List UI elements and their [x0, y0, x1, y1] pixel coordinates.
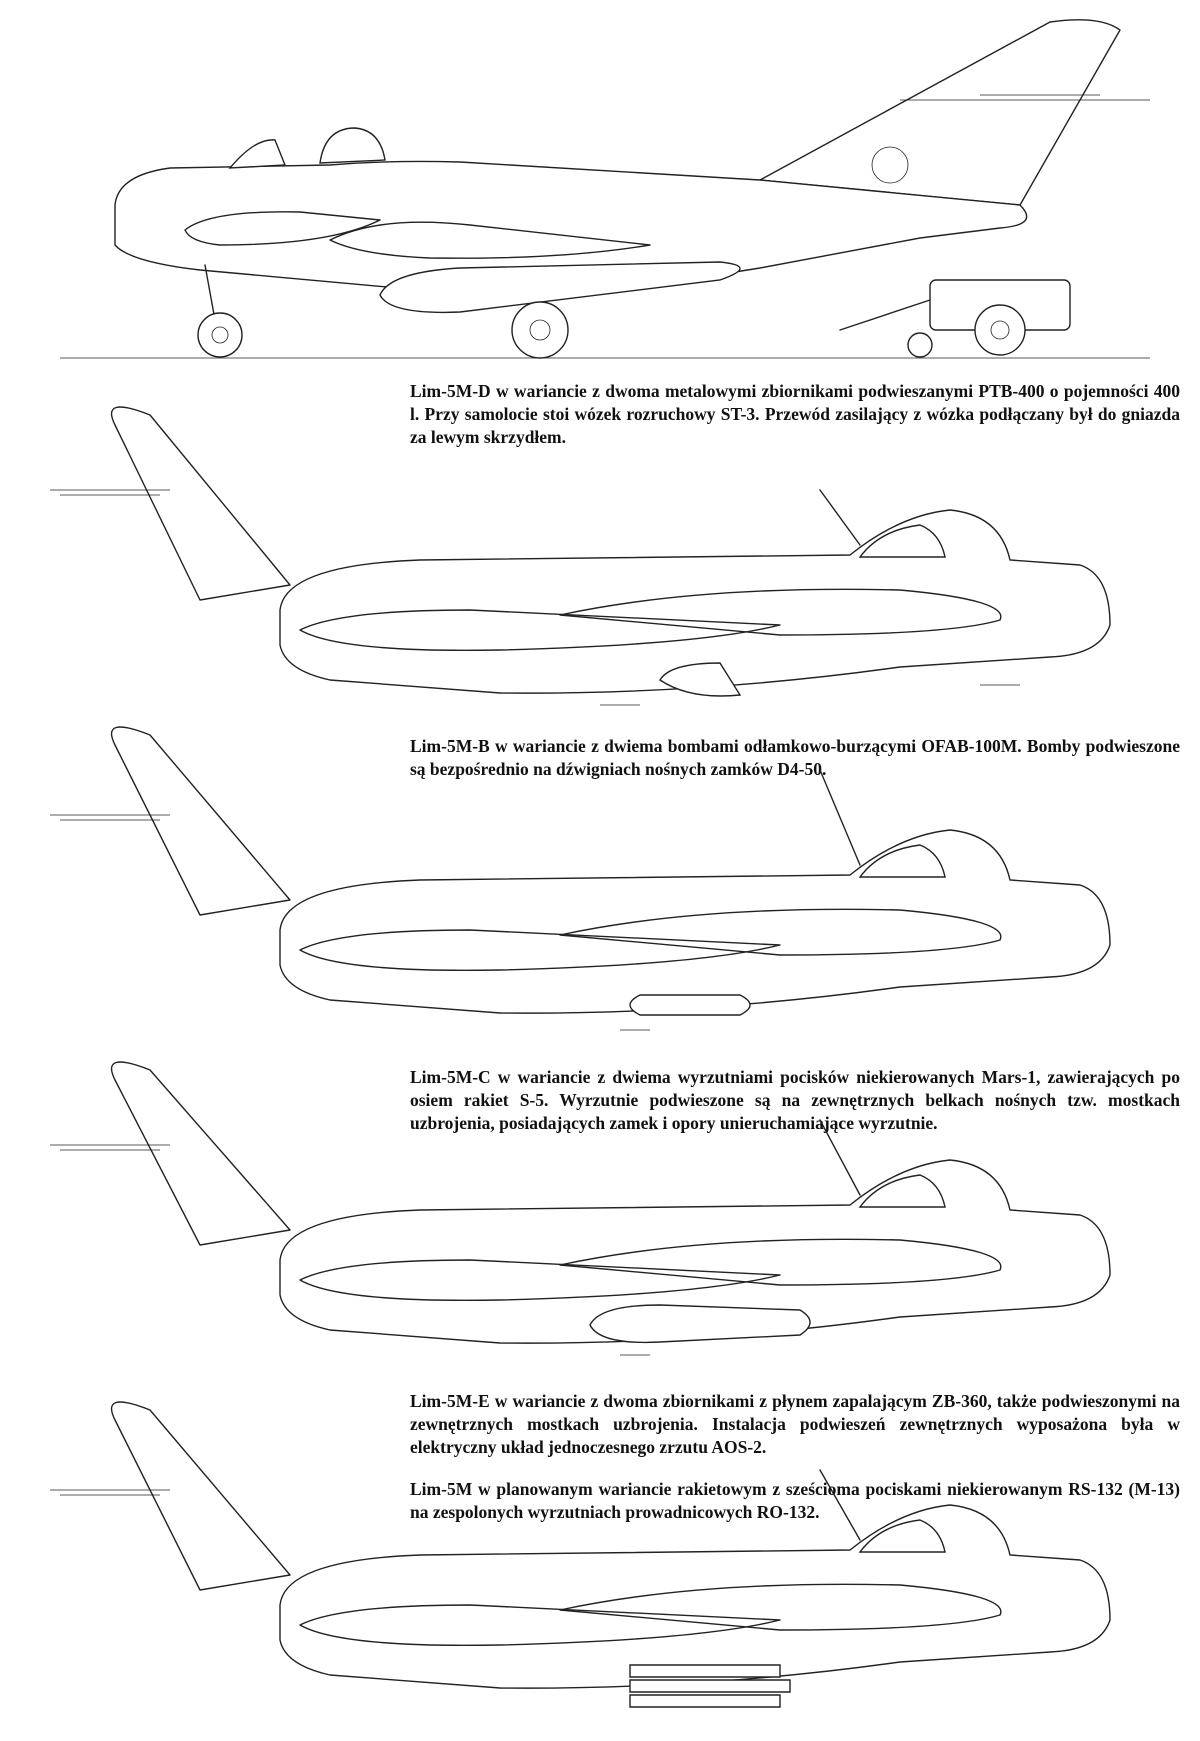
aircraft-drawing-lim-5m-rs-132 — [50, 1401, 1111, 1708]
aircraft-drawing-lim-5m-d — [60, 19, 1150, 359]
caption-lim-5m-rs-132: Lim-5M w planowanym wariancie rakietowym… — [410, 1479, 1180, 1522]
aircraft-drawing-lim-5m-c — [50, 726, 1111, 1031]
caption-lim-5m-d: Lim-5M-D w wariancie z dwoma metalowymi … — [410, 381, 1180, 447]
caption-lim-5m-c: Lim-5M-C w wariancie z dwiema wyrzutniam… — [410, 1067, 1180, 1133]
caption-lim-5m-e: Lim-5M-E w wariancie z dwoma zbiornikami… — [410, 1391, 1180, 1457]
aircraft-drawing-lim-5m-e — [50, 1061, 1111, 1356]
aircraft-drawing-lim-5m-b — [50, 406, 1111, 706]
caption-lim-5m-b: Lim-5M-B w wariancie z dwiema bombami od… — [410, 736, 1180, 779]
